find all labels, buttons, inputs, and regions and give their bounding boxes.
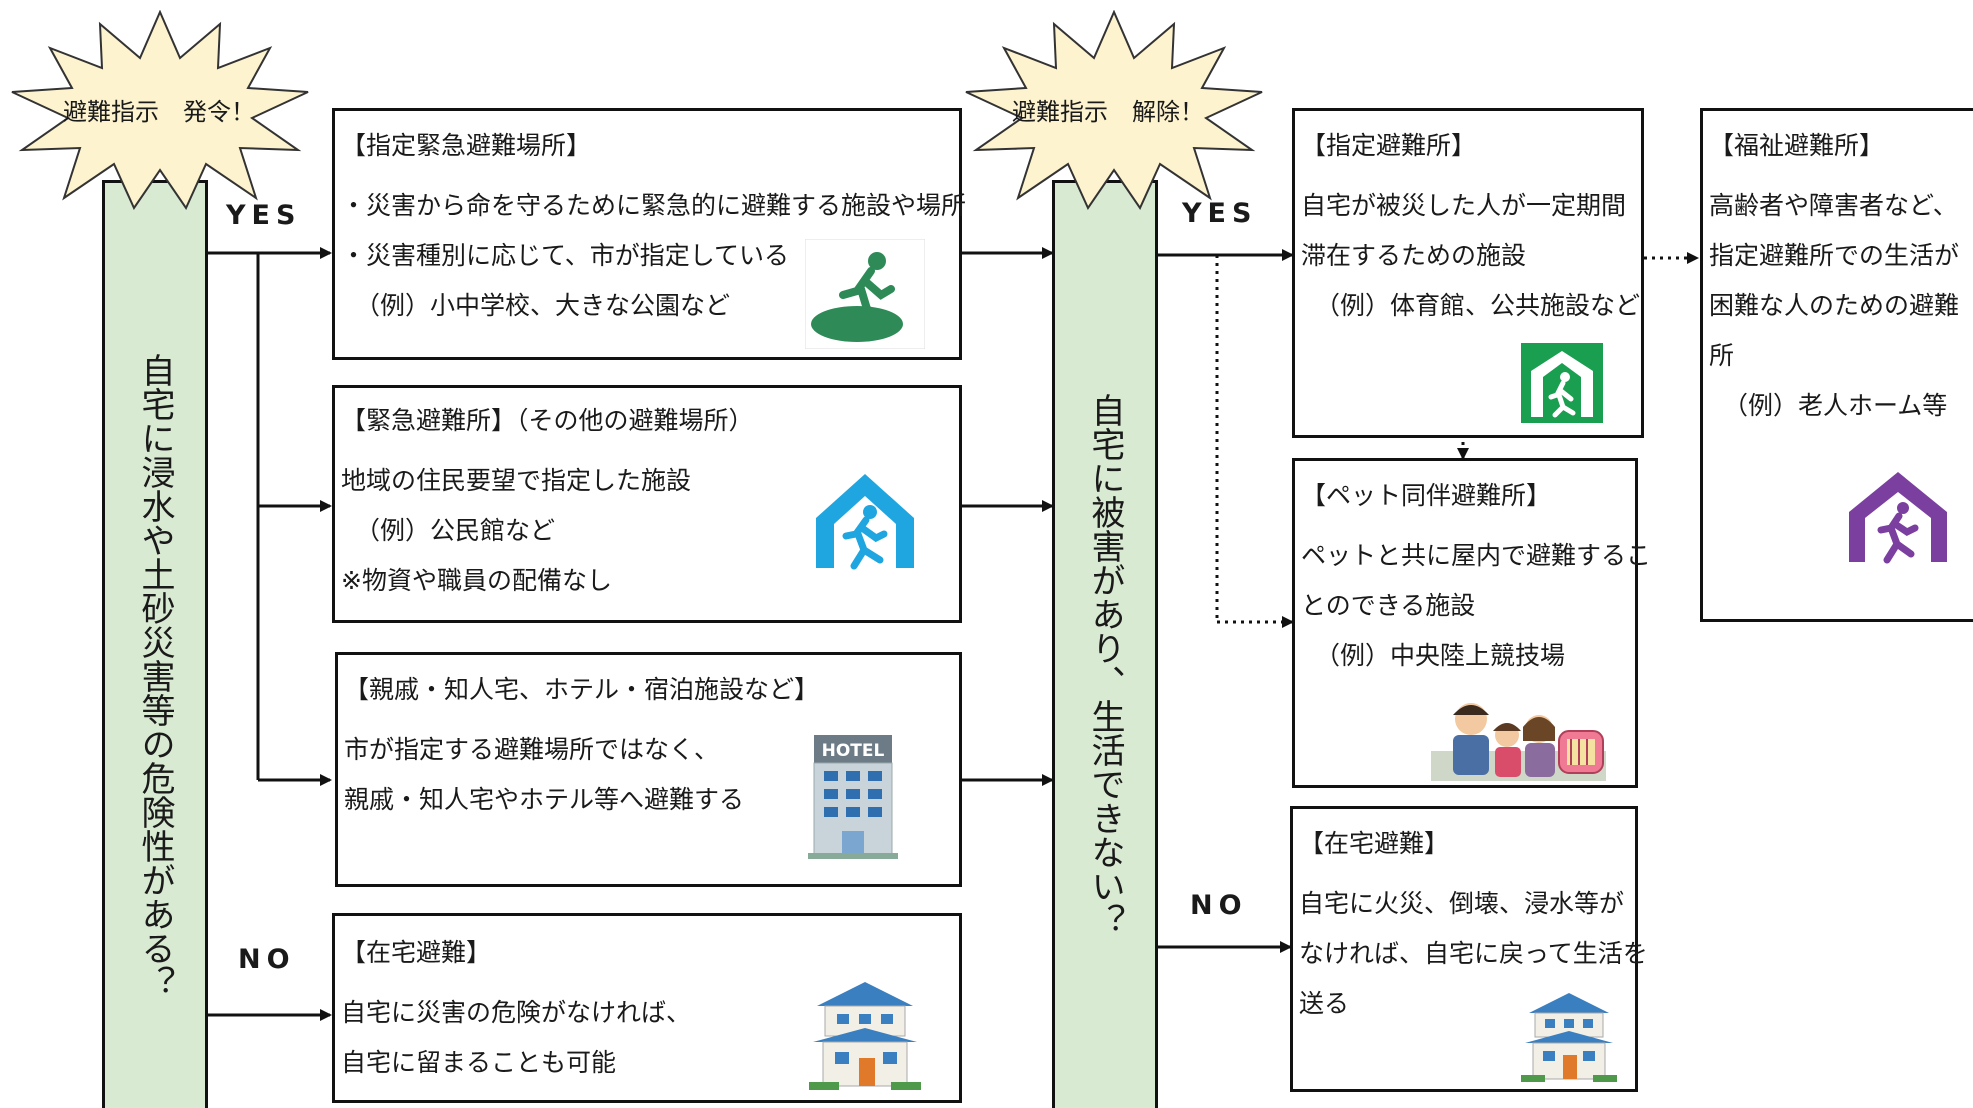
box-line: （例）小中学校、大きな公園など (355, 291, 731, 320)
box-line: 送る (1299, 989, 1350, 1018)
box-title: 【緊急避難所】（その他の避難場所） (341, 406, 754, 435)
family-with-pet-icon (1431, 691, 1606, 789)
shelter-exit-icon (1521, 343, 1603, 427)
box-line: （例）体育館、公共施設など (1315, 291, 1641, 320)
box-title: 【親戚・知人宅、ホテル・宿泊施設など】 (344, 675, 820, 704)
mid-question-pillar: 自宅に被害があり、生活できない？ (1052, 180, 1158, 1108)
house-icon (1519, 989, 1619, 1089)
left-question-pillar: 自宅に浸水や土砂災害等の危険性がある？ (102, 180, 208, 1108)
home-evacuation-right-box: 【在宅避難】 自宅に火災、倒壊、浸水等が なければ、自宅に戻って生活を 送る (1290, 806, 1648, 1092)
relatives-hotel-box: 【親戚・知人宅、ホテル・宿泊施設など】 市が指定する避難場所ではなく、 親戚・知… (335, 652, 962, 887)
welfare-shelter-box: 【福祉避難所】 高齢者や障害者など、 指定避難所での生活が 困難な人のための避難… (1700, 108, 1973, 622)
box-title: 【福祉避難所】 (1709, 131, 1885, 160)
burst-shape (965, 9, 1263, 211)
hotel-sign-text: HOTEL (822, 741, 885, 761)
box-line: 滞在するための施設 (1301, 241, 1527, 270)
box-line: なければ、自宅に戻って生活を (1299, 939, 1648, 968)
box-line: 親戚・知人宅やホテル等へ避難する (344, 785, 745, 814)
box-title: 【在宅避難】 (1299, 829, 1450, 858)
box-line: （例）公民館など (355, 516, 556, 545)
yes-label-mid: YES (1182, 198, 1258, 229)
box-line: ・災害種別に応じて、市が指定している (341, 241, 790, 270)
box-line: 市が指定する避難場所ではなく、 (344, 735, 720, 764)
pet-shelter-box: 【ペット同伴避難所】 ペットと共に屋内で避難するこ とのできる施設 （例）中央陸… (1292, 458, 1651, 789)
box-line: 困難な人のための避難 (1709, 291, 1960, 320)
no-label-left: NO (238, 944, 296, 975)
box-title: 【指定緊急避難場所】 (341, 131, 592, 160)
box-line: とのできる施設 (1301, 591, 1476, 620)
box-line: （例）老人ホーム等 (1723, 391, 1948, 420)
mid-question-text: 自宅に被害があり、生活できない？ (1085, 393, 1125, 937)
box-line: 自宅に災害の危険がなければ、 (341, 998, 692, 1027)
left-question-text: 自宅に浸水や土砂災害等の危険性がある？ (135, 353, 175, 999)
shelter-house-running-icon (810, 468, 920, 577)
box-line: 自宅に留まることも可能 (341, 1048, 617, 1077)
box-line: 所 (1709, 341, 1735, 370)
box-title: 【在宅避難】 (341, 938, 492, 967)
yes-label-left: YES (226, 200, 302, 231)
no-label-mid: NO (1190, 890, 1248, 921)
box-line: 自宅が被災した人が一定期間 (1301, 191, 1627, 220)
welfare-shelter-icon (1843, 466, 1953, 570)
left-alert-burst: 避難指示 発令！ (8, 9, 313, 211)
designated-shelter-box: 【指定避難所】 自宅が被災した人が一定期間 滞在するための施設 （例）体育館、公… (1292, 108, 1644, 438)
box-line: 指定避難所での生活が (1709, 241, 1960, 270)
box-line: 高齢者や障害者など、 (1709, 191, 1958, 220)
emergency-exit-running-icon (804, 238, 926, 353)
box-line: （例）中央陸上競技場 (1315, 641, 1566, 670)
box-line: 地域の住民要望で指定した施設 (341, 466, 692, 495)
box-line: ・災害から命を守るために緊急的に避難する施設や場所 (341, 191, 967, 220)
box-line: ※物資や職員の配備なし (341, 566, 612, 595)
burst-shape (11, 9, 309, 211)
box-title: 【ペット同伴避難所】 (1301, 481, 1552, 510)
mid-burst-label: 避難指示 解除！ (1012, 98, 1204, 126)
mid-alert-burst: 避難指示 解除！ (962, 9, 1267, 211)
box-line: 自宅に火災、倒壊、浸水等が (1299, 889, 1625, 918)
box-title: 【指定避難所】 (1301, 131, 1477, 160)
left-burst-label: 避難指示 発令！ (63, 98, 255, 126)
designated-emergency-site-box: 【指定緊急避難場所】 ・災害から命を守るために緊急的に避難する施設や場所 ・災害… (332, 108, 966, 360)
house-icon (805, 978, 925, 1097)
home-evacuation-left-box: 【在宅避難】 自宅に災害の危険がなければ、 自宅に留まることも可能 (332, 913, 962, 1103)
hotel-building-icon: HOTEL (808, 735, 898, 864)
box-line: ペットと共に屋内で避難するこ (1301, 541, 1652, 570)
emergency-shelter-box: 【緊急避難所】（その他の避難場所） 地域の住民要望で指定した施設 （例）公民館な… (332, 385, 962, 623)
